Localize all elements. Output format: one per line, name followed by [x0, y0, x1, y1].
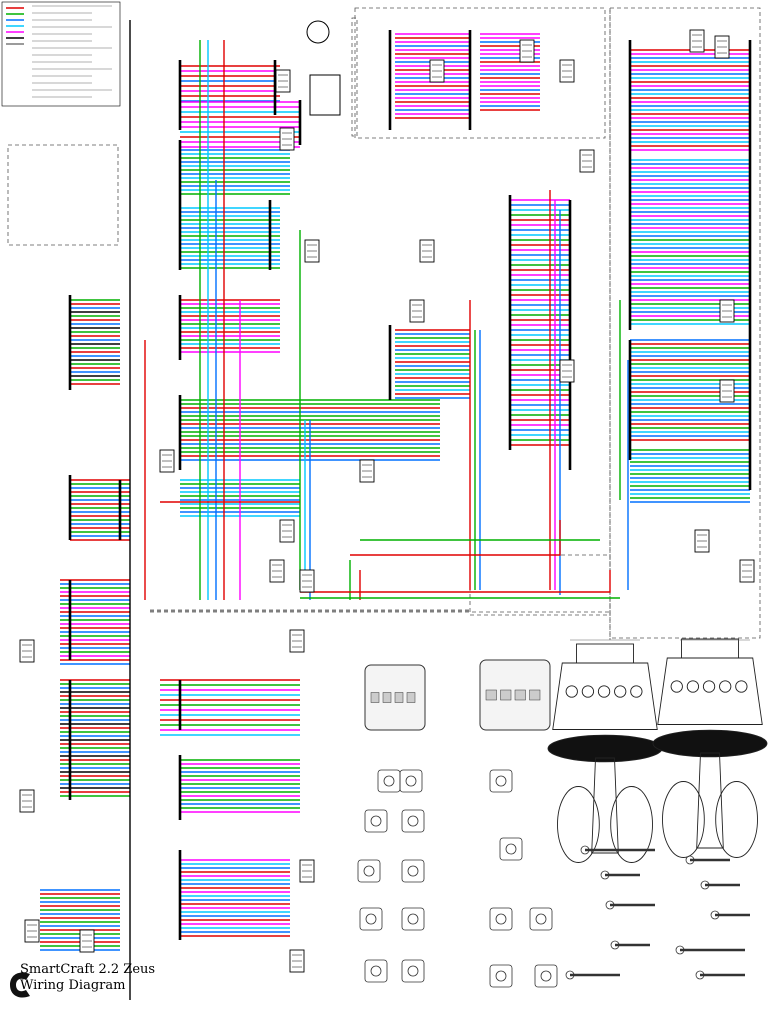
engine-starboard-view [652, 638, 768, 858]
connector-face-pin [505, 843, 517, 855]
wire [350, 520, 561, 556]
panel-key [394, 692, 404, 703]
sensor-end [565, 970, 575, 980]
connector-face-pin [407, 913, 419, 925]
sensor-end [695, 970, 705, 980]
connector-face-pin [495, 775, 507, 787]
connector-buses [68, 30, 752, 940]
connector-face [364, 809, 388, 833]
engine-component [702, 680, 716, 693]
connector-face-pin [495, 913, 507, 925]
panel-key [529, 689, 541, 701]
connector-face-pin [365, 913, 377, 925]
engine-port-view [547, 643, 663, 863]
connector-face [399, 769, 423, 793]
sensor-end [600, 870, 610, 880]
propeller-blade [610, 786, 653, 863]
sensor-end [580, 845, 590, 855]
legend-frame [1, 1, 121, 107]
connector-face [529, 907, 553, 931]
connector-blocks [19, 20, 755, 973]
cummins-logo-icon [10, 972, 30, 998]
propeller-blade [715, 781, 758, 858]
connector-face [401, 907, 425, 931]
sensor-end [700, 880, 710, 890]
panel-key [370, 692, 380, 703]
connector-face [489, 964, 513, 988]
engine-head [681, 638, 739, 659]
part-illustrations [357, 659, 750, 988]
drive-leg [591, 757, 619, 854]
section-frame [149, 609, 471, 612]
propeller-blade [662, 781, 705, 858]
panel-key [500, 689, 512, 701]
connector-face-pin [383, 775, 395, 787]
panel-key [382, 692, 392, 703]
connector-face [534, 964, 558, 988]
connector-face-pin [535, 913, 547, 925]
round-connector-icon [306, 20, 330, 44]
document-subtitle: Wiring Diagram [20, 978, 126, 993]
document-title: SmartCraft 2.2 Zeus [20, 962, 156, 977]
connector-face [377, 769, 401, 793]
sensor-end [710, 910, 720, 920]
engine-component [581, 685, 595, 698]
engine-component [565, 685, 578, 698]
engine-mount-plate [652, 729, 768, 758]
section-frame [351, 17, 358, 137]
sensor-end [675, 945, 685, 955]
panel-key [406, 692, 416, 703]
connector-face-pin [407, 865, 419, 877]
connector-face [401, 859, 425, 883]
connector-face [364, 959, 388, 983]
connector-face-pin [405, 775, 417, 787]
section-frame [7, 144, 119, 246]
relay-block [309, 74, 341, 116]
section-frame [609, 7, 761, 639]
engine-component [686, 680, 700, 693]
sensor-end [605, 900, 615, 910]
connector-face [357, 859, 381, 883]
connector-face [489, 769, 513, 793]
sensor-end [610, 940, 620, 950]
panel-key [514, 689, 526, 701]
engine-component [630, 685, 643, 698]
title-block: SmartCraft 2.2 Zeus Wiring Diagram [6, 962, 156, 1018]
engine-component [597, 685, 611, 698]
connector-face-pin [540, 970, 552, 982]
engine-illustrations [547, 638, 768, 863]
connector-face [359, 907, 383, 931]
connector-face [401, 809, 425, 833]
connector-face-pin [370, 965, 382, 977]
propeller-blade [557, 786, 600, 863]
panel-key [485, 689, 497, 701]
connector-face-pin [495, 970, 507, 982]
connector-face [489, 907, 513, 931]
section-frame [354, 7, 606, 139]
engine-component [735, 680, 748, 693]
color-legend [1, 1, 121, 107]
drive-leg [696, 752, 724, 849]
engine-head [576, 643, 634, 664]
engine-component [719, 680, 732, 693]
section-frame [469, 554, 611, 616]
connector-face-pin [407, 965, 419, 977]
wire-harness [40, 20, 750, 1000]
engine-component [670, 680, 683, 693]
diagram-frames [7, 7, 761, 640]
engine-component [614, 685, 627, 698]
wire [300, 570, 611, 593]
connector-face-pin [363, 865, 375, 877]
connector-face-pin [407, 815, 419, 827]
connector-face [401, 959, 425, 983]
sensor-end [685, 855, 695, 865]
connector-face [499, 837, 523, 861]
connector-face-pin [370, 815, 382, 827]
